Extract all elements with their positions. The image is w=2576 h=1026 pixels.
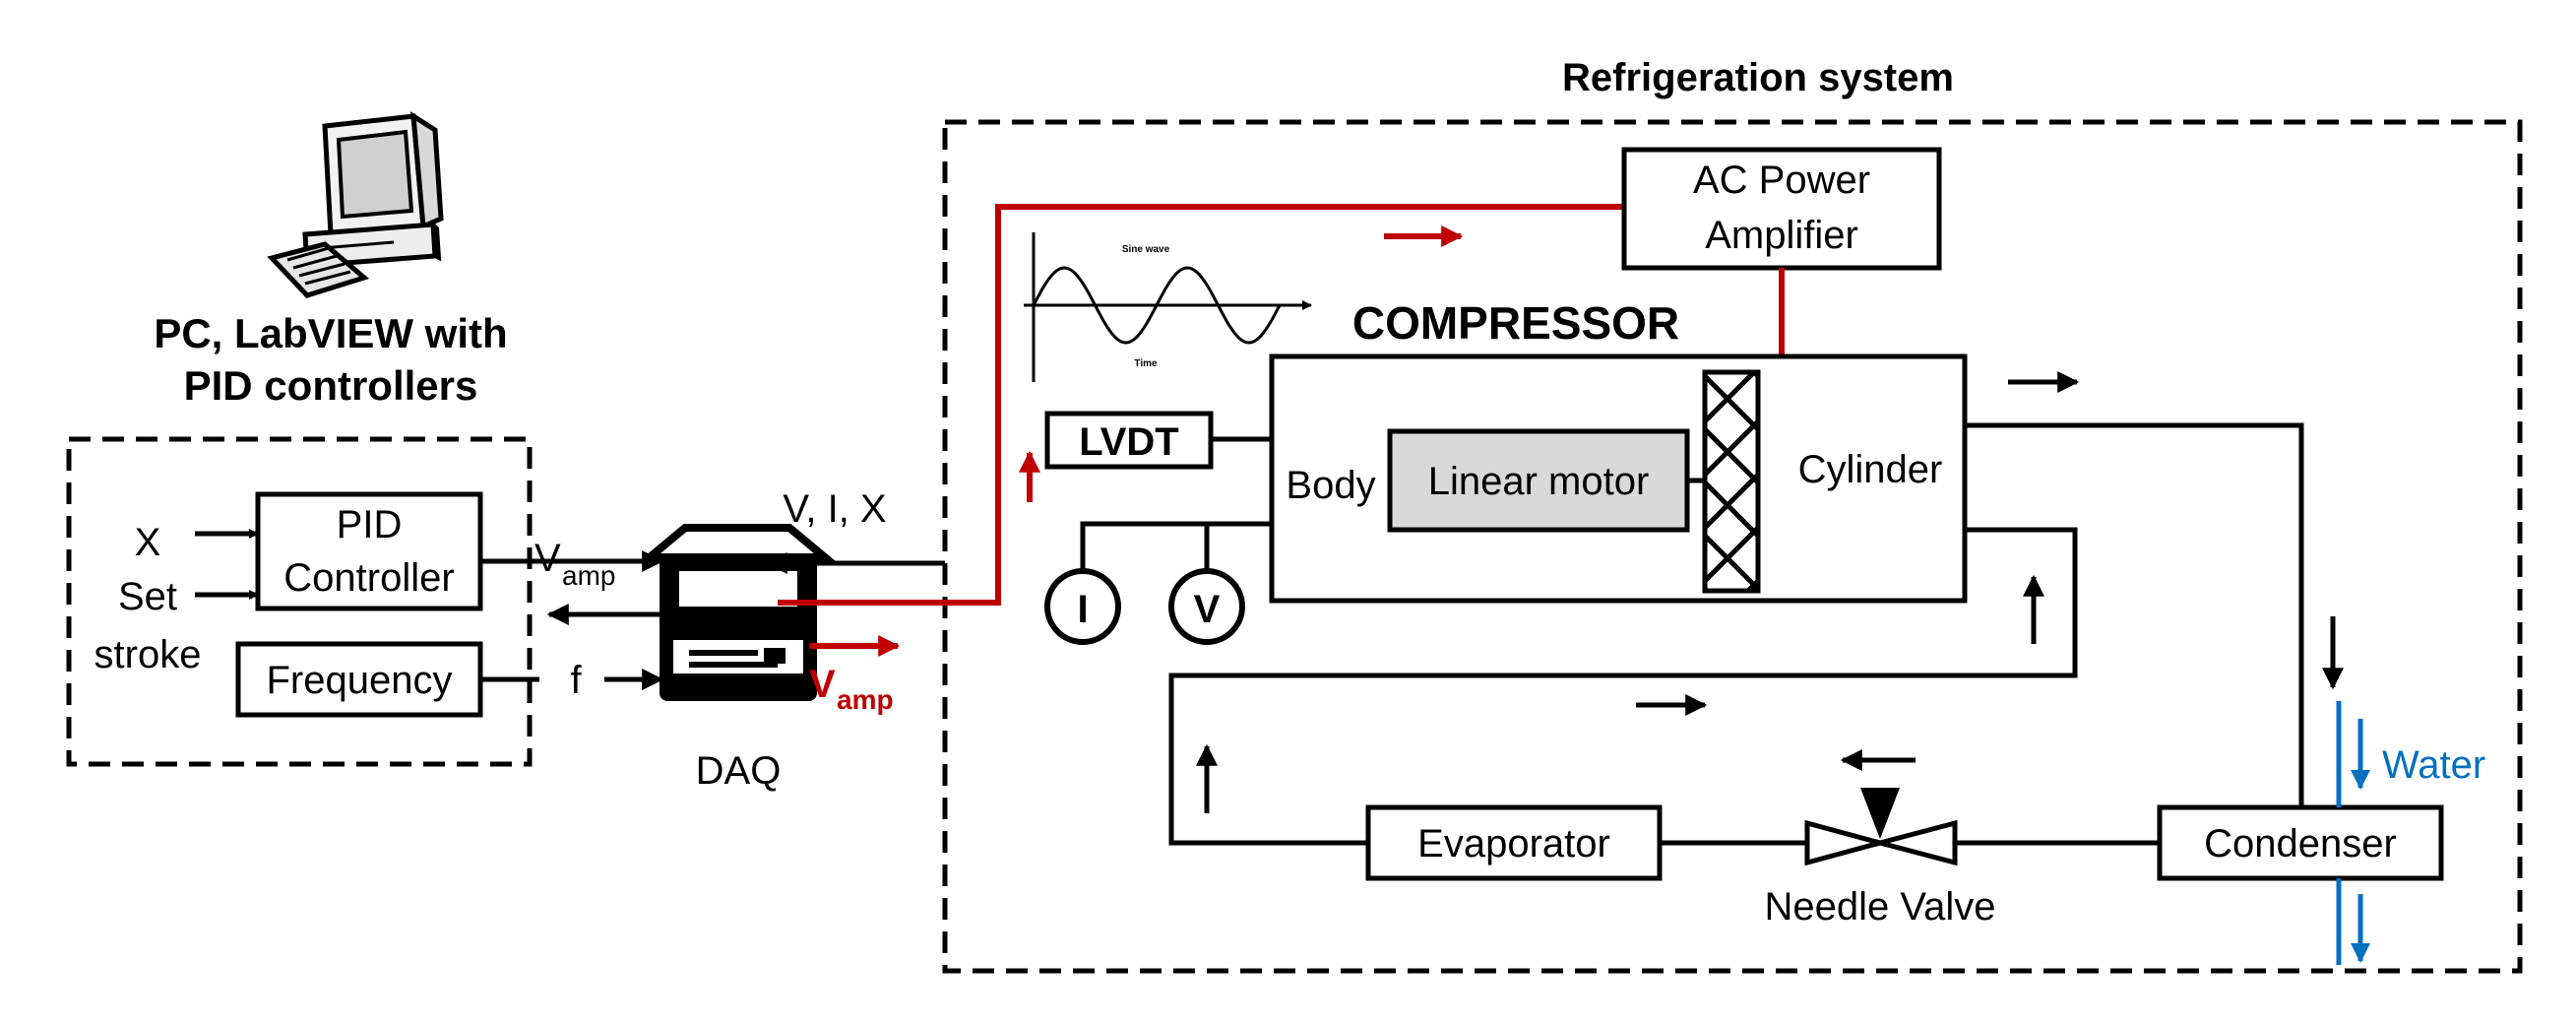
pc-caption-line-2: PID controllers bbox=[184, 362, 478, 409]
current-meter-icon bbox=[1044, 568, 1121, 645]
current-meter-label: I bbox=[1077, 588, 1088, 631]
vamp-label-sub: amp bbox=[562, 560, 615, 591]
current-meter-wire bbox=[1080, 521, 1272, 573]
refrigeration-system-boundary bbox=[942, 119, 2523, 974]
input-set-label: Set bbox=[118, 575, 177, 618]
amplifier-label-line-2: Amplifier bbox=[1705, 214, 1858, 257]
daq-label: DAQ bbox=[696, 749, 782, 793]
frequency-label: Frequency bbox=[267, 659, 453, 702]
sine-wave-chart bbox=[1024, 232, 1312, 382]
voltage-meter-icon bbox=[1168, 568, 1245, 645]
suction-return-line bbox=[1168, 527, 2078, 846]
vamp-output-label-sub: amp bbox=[837, 684, 894, 715]
condenser-box bbox=[2157, 804, 2444, 881]
discharge-line bbox=[1965, 422, 2304, 815]
condenser-label: Condenser bbox=[2204, 822, 2397, 866]
pc-caption-line-1: PC, LabVIEW with bbox=[154, 310, 507, 356]
cylinder-label: Cylinder bbox=[1798, 448, 1943, 491]
needle-valve-icon bbox=[1804, 788, 1958, 866]
vix-label: V, I, X bbox=[783, 487, 886, 531]
pid-label-line-2: Controller bbox=[283, 556, 454, 600]
labview-boundary bbox=[66, 436, 533, 767]
lvdt-box bbox=[1044, 411, 1214, 470]
sine-wave-curve bbox=[1032, 266, 1282, 345]
compressor-title: COMPRESSOR bbox=[1352, 297, 1679, 349]
body-label: Body bbox=[1286, 464, 1375, 507]
vamp-label-main: V bbox=[534, 537, 561, 580]
evaporator-box bbox=[1365, 804, 1663, 881]
ac-power-amplifier-box bbox=[1621, 147, 1942, 271]
sine-chart-xlabel: Time bbox=[1134, 358, 1158, 369]
vamp-output-label-main: V bbox=[809, 663, 836, 706]
drive-signal-path bbox=[778, 204, 1624, 606]
daq-device-icon bbox=[638, 524, 837, 701]
needle-valve-label: Needle Valve bbox=[1765, 885, 1996, 929]
pid-label-line-1: PID bbox=[337, 503, 403, 546]
evaporator-label: Evaporator bbox=[1417, 822, 1610, 866]
refrigeration-system-title: Refrigeration system bbox=[1562, 56, 1954, 99]
sine-chart-title: Sine wave bbox=[1122, 244, 1170, 255]
pid-controller-box bbox=[255, 491, 483, 611]
f-label: f bbox=[570, 659, 582, 702]
water-label: Water bbox=[2382, 743, 2485, 787]
lvdt-label: LVDT bbox=[1079, 420, 1178, 464]
voltage-meter-label: V bbox=[1194, 588, 1221, 631]
amplifier-label-line-1: AC Power bbox=[1693, 159, 1870, 202]
input-x-label: X bbox=[135, 521, 161, 564]
pc-computer-icon bbox=[267, 111, 444, 298]
piston-spring-stack bbox=[1702, 369, 1761, 594]
input-stroke-label: stroke bbox=[94, 633, 202, 676]
linear-motor-label: Linear motor bbox=[1428, 460, 1650, 503]
